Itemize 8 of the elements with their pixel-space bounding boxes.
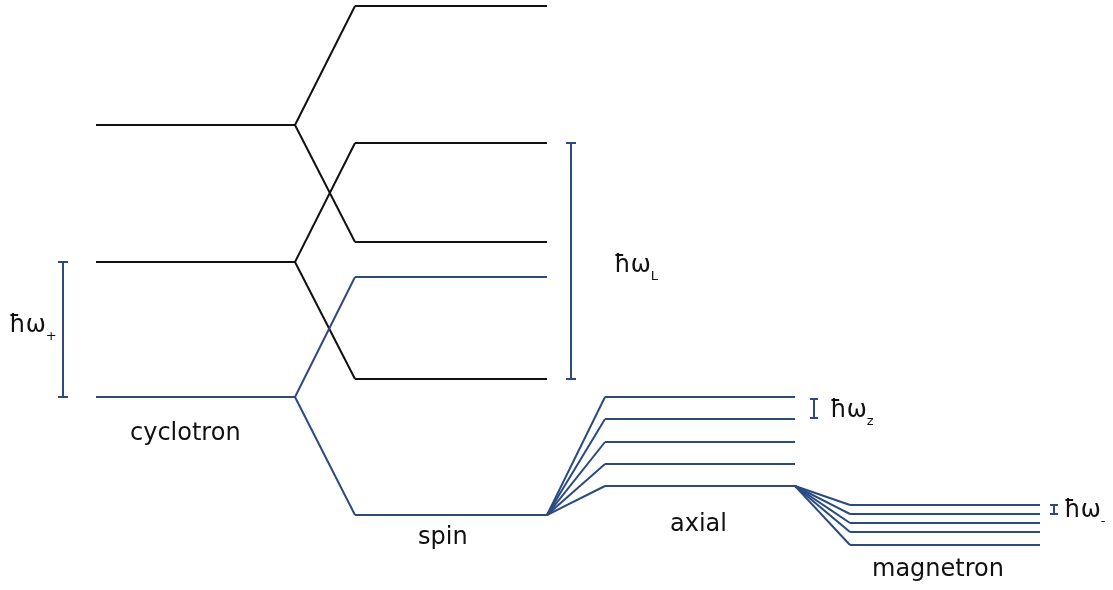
level-label: axial bbox=[670, 511, 727, 535]
energy-spacing-label: ħω$_{+}$ bbox=[9, 312, 57, 342]
energy-spacing-label: ħω$_{z}$ bbox=[830, 397, 874, 427]
level-label: magnetron bbox=[872, 556, 1004, 580]
energy-spacing-label: ħω$_{-}$ bbox=[1064, 497, 1106, 527]
level-label: cyclotron bbox=[130, 420, 241, 444]
level-label: spin bbox=[418, 524, 468, 548]
energy-spacing-label: ħω$_{L}$ bbox=[614, 252, 659, 282]
